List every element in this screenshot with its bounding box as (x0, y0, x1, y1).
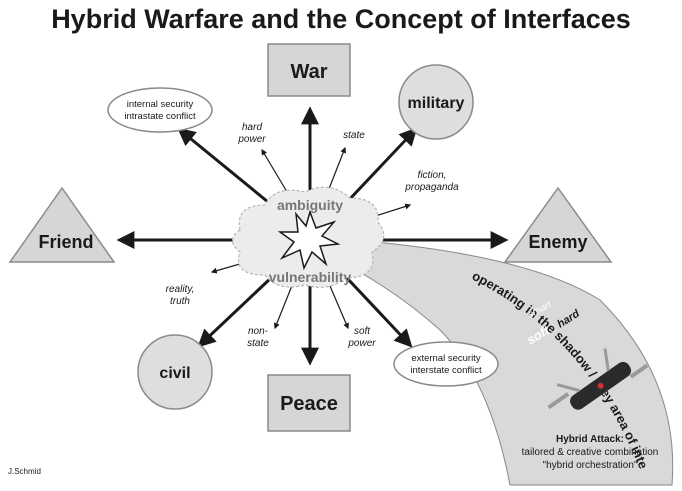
peace-label: Peace (280, 393, 338, 415)
soft-power-line2: power (347, 338, 376, 349)
civil-label: civil (159, 365, 190, 382)
civil-node: civil (137, 334, 213, 410)
soft-power-line1: soft (354, 326, 371, 337)
author-credit: J.Schmid (8, 467, 41, 476)
reality-line1: reality, (166, 284, 195, 295)
hybrid-attack-line2: tailored & creative combination (522, 447, 659, 458)
military-node: military (398, 64, 474, 140)
reality-line2: truth (170, 296, 190, 307)
swiss-army-knife-icon (547, 348, 649, 410)
friend-label: Friend (38, 232, 93, 252)
ambiguity-cloud: ambiguity vulnerability (231, 186, 385, 288)
external-security-line1: external security (411, 353, 480, 364)
enemy-label: Enemy (528, 232, 587, 252)
peace-node: Peace (267, 374, 351, 432)
hard-power-line1: hard (242, 122, 262, 133)
friend-node: Friend (8, 186, 116, 263)
ambiguity-label: ambiguity (277, 197, 343, 213)
internal-security-line1: internal security (127, 99, 194, 110)
hybrid-attack-text: Hybrid Attack: tailored & creative combi… (522, 434, 659, 471)
internal-security-line2: intrastate conflict (124, 111, 196, 122)
diagram-title: Hybrid Warfare and the Concept of Interf… (51, 4, 631, 34)
fiction-line1: fiction, (418, 170, 447, 181)
external-security-node: external security interstate conflict (393, 341, 499, 387)
vulnerability-label: vulnerability (269, 269, 352, 285)
war-node: War (267, 43, 351, 97)
war-label: War (290, 61, 327, 83)
state-label: state (343, 130, 365, 141)
hybrid-attack-line3: "hybrid orchestration" (543, 460, 638, 471)
enemy-node: Enemy (503, 186, 613, 263)
conflict-burst (277, 209, 341, 271)
military-label: military (408, 95, 465, 112)
external-security-line2: interstate conflict (410, 365, 482, 376)
fiction-line2: propaganda (404, 182, 459, 193)
hybrid-attack-line1: Hybrid Attack: (556, 434, 624, 445)
non-state-line1: non- (248, 326, 269, 337)
non-state-line2: state (247, 338, 269, 349)
axis-labels: hard power state fiction, propaganda rea… (166, 122, 459, 349)
internal-security-node: internal security intrastate conflict (107, 87, 213, 133)
hard-power-line2: power (237, 134, 266, 145)
